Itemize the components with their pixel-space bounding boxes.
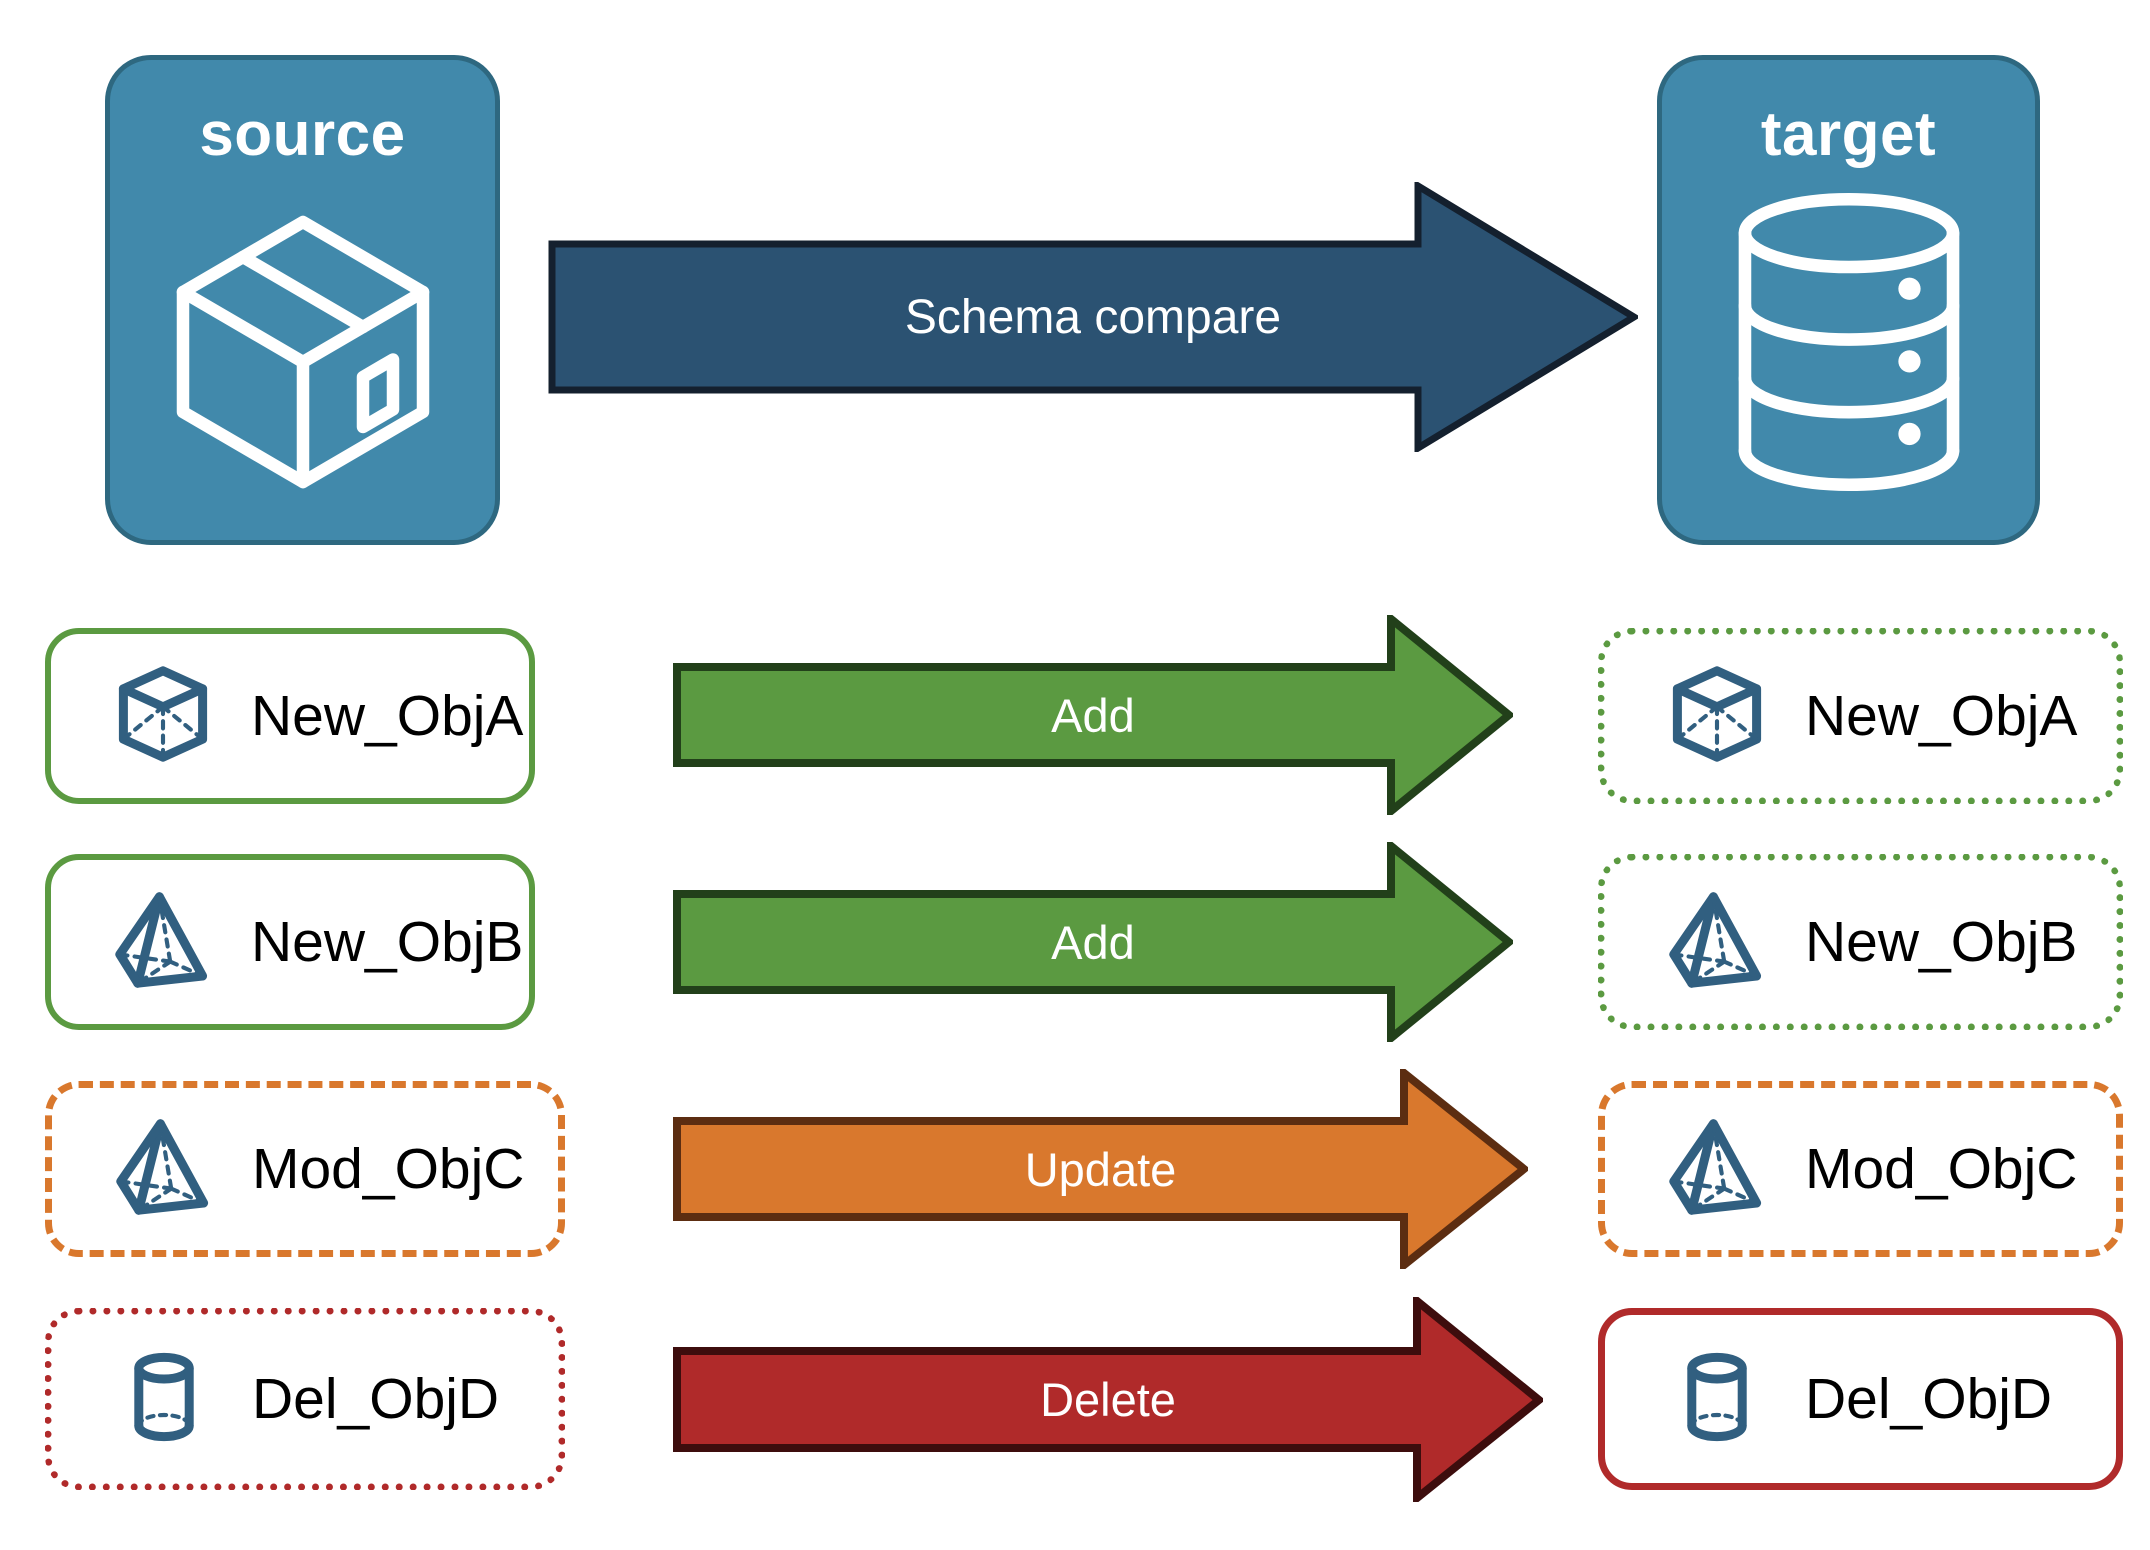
- source-object-row-0[interactable]: New_ObjA: [45, 628, 535, 804]
- source-title: source: [199, 100, 406, 169]
- cylinder-wireframe-icon: [110, 1343, 218, 1456]
- pyramid-wireframe-icon: [109, 886, 217, 999]
- package-box-3d-icon: [153, 192, 453, 497]
- target-object-row-2[interactable]: Mod_ObjC: [1598, 1081, 2123, 1257]
- target-object-row-3[interactable]: Del_ObjD: [1598, 1308, 2123, 1490]
- cube-wireframe-icon: [109, 660, 217, 773]
- object-label: New_ObjA: [1805, 683, 2078, 748]
- target-object-row-1[interactable]: New_ObjB: [1598, 854, 2123, 1030]
- action-arrow-row-0[interactable]: Add: [673, 610, 1516, 820]
- action-arrow-row-2[interactable]: Update: [673, 1064, 1531, 1274]
- pyramid-wireframe-icon: [1663, 886, 1771, 999]
- cube-wireframe-icon: [1663, 660, 1771, 773]
- action-arrow-row-3[interactable]: Delete: [673, 1292, 1546, 1507]
- object-label: New_ObjA: [251, 683, 524, 748]
- pyramid-wireframe-icon: [1663, 1113, 1771, 1226]
- object-label: New_ObjB: [251, 909, 524, 974]
- object-label: Del_ObjD: [252, 1366, 500, 1431]
- source-object-row-1[interactable]: New_ObjB: [45, 854, 535, 1030]
- cylinder-wireframe-icon: [1663, 1343, 1771, 1456]
- database-cylinder-icon: [1713, 192, 1985, 497]
- action-arrow-row-1[interactable]: Add: [673, 837, 1516, 1047]
- target-endpoint-card[interactable]: target: [1657, 55, 2040, 545]
- source-object-row-2[interactable]: Mod_ObjC: [45, 1081, 565, 1257]
- object-label: Del_ObjD: [1805, 1366, 2053, 1431]
- pyramid-wireframe-icon: [110, 1113, 218, 1226]
- source-endpoint-card[interactable]: source: [105, 55, 500, 545]
- object-label: New_ObjB: [1805, 909, 2078, 974]
- schema-compare-arrow[interactable]: Schema compare: [548, 179, 1641, 455]
- object-label: Mod_ObjC: [1805, 1136, 2078, 1201]
- object-label: Mod_ObjC: [252, 1136, 525, 1201]
- source-object-row-3[interactable]: Del_ObjD: [45, 1308, 565, 1490]
- target-object-row-0[interactable]: New_ObjA: [1598, 628, 2123, 804]
- target-title: target: [1760, 100, 1937, 169]
